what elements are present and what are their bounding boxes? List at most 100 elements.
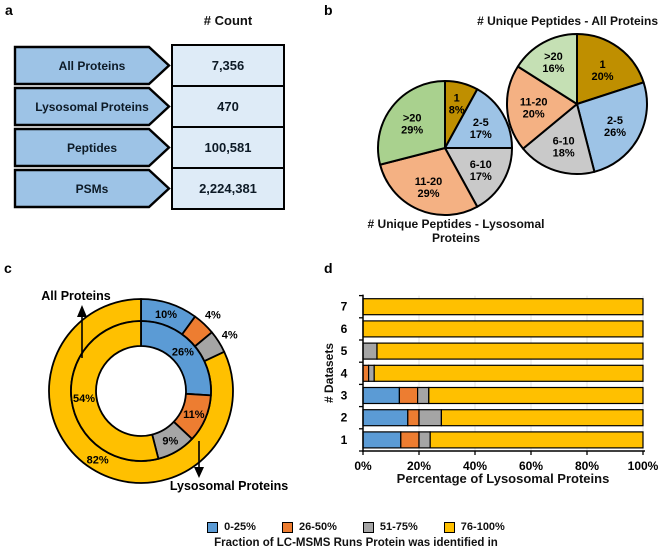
flow-arrow-shape [13, 45, 171, 86]
pie-slice-category-label: >20 [403, 113, 422, 125]
pie-title-all-proteins: # Unique Peptides - All Proteins [477, 14, 658, 28]
legend-label: 26-50% [298, 521, 337, 533]
legend-swatch-76-100 [443, 521, 455, 533]
legend-label: 76-100% [460, 521, 505, 533]
panel-letter-d: d [324, 260, 333, 276]
pie-slice-category-label: 2-5 [607, 115, 623, 127]
legend-caption: Fraction of LC-MSMS Runs Protein was ide… [214, 537, 498, 549]
legend-item: 26-50% [281, 521, 337, 533]
bar-segment-dataset5-76-100% [376, 342, 644, 360]
bar-segment-dataset3-26-50% [398, 386, 419, 405]
pie-slice->20 [516, 33, 578, 105]
count-column-header: # Count [203, 13, 253, 28]
legend-item: 51-75% [362, 521, 418, 533]
bar-segment-dataset7-76-100% [362, 298, 644, 316]
pie-slice-category-label: 1 [599, 59, 605, 71]
donut-percent-label: 26% [172, 347, 194, 359]
flow-arrow-shape [13, 168, 171, 209]
flow-row: All Proteins [13, 45, 171, 86]
lysosomal-proteins-arrowhead-icon [194, 467, 204, 478]
y-category-label: 5 [341, 344, 348, 358]
donut-percent-label: 4% [205, 310, 221, 322]
flow-arrow-shape [13, 86, 171, 127]
y-category-label: 1 [341, 433, 348, 447]
bar-segment-dataset3-0-25% [362, 386, 401, 405]
flow-arrow-label: All Proteins [58, 58, 126, 73]
bar-segment-dataset5-51-75% [362, 342, 378, 360]
x-tick-label: 100% [628, 459, 658, 473]
legend-swatch-51-75 [362, 521, 374, 533]
pie-slice-11-20 [379, 147, 479, 216]
donut-percent-label: 11% [183, 409, 205, 421]
bar-chart-x-axis-title: Percentage of Lysosomal Proteins [396, 471, 610, 486]
bar-segment-dataset1-51-75% [418, 431, 431, 449]
pie-slice-percent-label: 18% [553, 147, 575, 159]
bar-segment-dataset2-0-25% [362, 409, 409, 427]
pie-slice->20 [377, 80, 446, 166]
all-proteins-arrowhead-icon [77, 305, 87, 317]
legend-item: 76-100% [443, 521, 505, 533]
bar-segment-dataset3-51-75% [416, 386, 430, 405]
pie-slice-percent-label: 20% [591, 71, 613, 83]
flow-arrow-label: PSMs [75, 181, 109, 196]
bar-segment-dataset1-76-100% [429, 431, 644, 449]
pie-slice-1 [576, 33, 645, 105]
pie-slice-percent-label: 17% [470, 129, 492, 141]
pie-slice-percent-label: 8% [449, 105, 465, 117]
pie-slice-category-label: 11-20 [415, 176, 443, 188]
flow-arrow-label: Lysosomal Proteins [35, 99, 149, 114]
legend-label: 51-75% [379, 521, 418, 533]
bar-segment-dataset6-76-100% [362, 320, 644, 338]
pie-slice-percent-label: 29% [417, 188, 439, 200]
pie-slice-category-label: 2-5 [473, 117, 489, 129]
pie-slice-2-5 [444, 88, 513, 149]
count-value: 7,356 [171, 44, 285, 87]
donut-chart-canvas: 10%4%4%82%26%11%9%54% All Proteins Lysos… [41, 289, 288, 493]
bar-segment-dataset2-51-75% [418, 409, 442, 427]
flow-arrow-label: Peptides [66, 140, 117, 155]
flow-arrow-shape [13, 127, 171, 168]
pie-slice-6-10 [444, 147, 513, 208]
legend-item: 0-25% [207, 521, 256, 533]
pie-slice-percent-label: 17% [470, 171, 492, 183]
y-category-label: 2 [341, 411, 348, 425]
bar-segment-dataset1-0-25% [362, 431, 402, 449]
pie-charts-canvas: 120%2-526%6-1018%11-2020%>2016%18%2-517%… [377, 33, 648, 216]
legend-swatch-0-25 [207, 521, 219, 533]
flow-row: Lysosomal Proteins [13, 86, 171, 127]
flow-row: PSMs [13, 168, 171, 209]
x-tick-label: 20% [407, 459, 431, 473]
pie-slice-11-20 [506, 65, 578, 150]
bar-segment-dataset3-76-100% [428, 386, 644, 405]
donut-percent-label: 9% [162, 436, 178, 448]
donut-outer-ring-label: All Proteins [41, 289, 111, 303]
bar-segment-dataset2-76-100% [440, 409, 644, 427]
pie-slice-2-5 [576, 81, 648, 173]
donut-segment-inner-76-100% [70, 320, 160, 462]
x-tick-label: 60% [519, 459, 543, 473]
pie-slice-category-label: >20 [544, 51, 563, 63]
donut-percent-label: 54% [73, 393, 95, 405]
donut-percent-label: 82% [87, 454, 109, 466]
donut-percent-label: 10% [155, 309, 177, 321]
pie-slice-6-10 [522, 103, 596, 175]
legend: 0-25% 26-50% 51-75% 76-100% [56, 521, 656, 533]
y-category-label: 6 [341, 322, 348, 336]
pie-slice-percent-label: 26% [604, 127, 626, 139]
count-value: 100,581 [171, 126, 285, 169]
x-tick-label: 0% [354, 459, 372, 473]
bar-segment-dataset4-76-100% [373, 364, 644, 382]
legend-swatch-26-50 [281, 521, 293, 533]
pie-slice-category-label: 6-10 [553, 135, 575, 147]
y-category-label: 3 [341, 389, 348, 403]
y-category-label: 4 [341, 366, 348, 380]
count-value: 470 [171, 85, 285, 128]
pie-slice-percent-label: 20% [523, 109, 545, 121]
pie-slice-percent-label: 29% [401, 125, 423, 137]
donut-inner-ring-label: Lysosomal Proteins [170, 479, 288, 493]
bar-chart-y-axis-title: # Datasets [322, 342, 336, 404]
bar-segment-dataset4-26-50% [362, 364, 370, 382]
panel-letter-b: b [324, 2, 333, 18]
